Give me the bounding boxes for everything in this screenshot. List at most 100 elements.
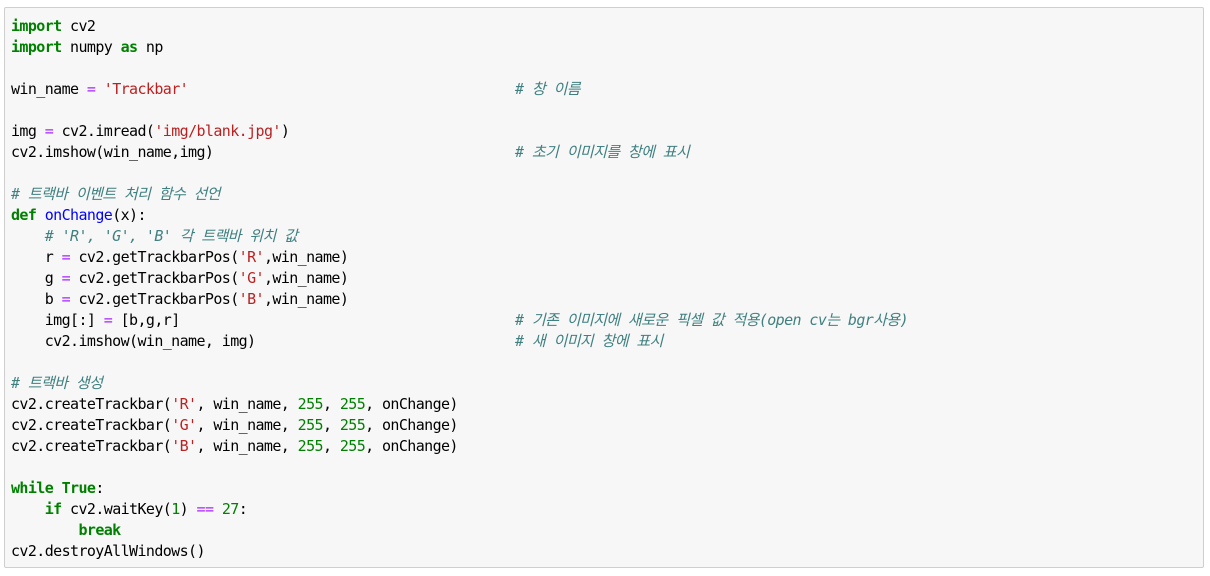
code-token-plain: [36, 206, 44, 224]
code-token-num: 255: [297, 395, 324, 413]
code-token-kw: True: [61, 479, 96, 497]
code-token-str: 'img/blank.jpg': [154, 122, 281, 140]
code-token-plain: cv2.getTrackbarPos(: [70, 248, 239, 266]
code-token-num: 27: [221, 500, 239, 518]
code-line: cv2.createTrackbar('G', win_name, 255, 2…: [11, 415, 1197, 436]
code-token-kw: break: [78, 521, 121, 539]
code-token-plain: cv2.getTrackbarPos(: [70, 290, 239, 308]
code-token-plain: numpy: [61, 38, 121, 56]
inline-comment: # 창 이름: [515, 80, 581, 98]
code-token-plain: ,win_name): [263, 269, 349, 287]
code-token-num: 255: [339, 437, 366, 455]
code-token-str: 'B': [238, 290, 265, 308]
inline-comment: # 초기 이미지를 창에 표시: [515, 143, 690, 161]
code-token-num: 255: [297, 416, 324, 434]
code-line: cv2.createTrackbar('R', win_name, 255, 2…: [11, 394, 1197, 415]
code-token-plain: , win_name,: [196, 416, 298, 434]
code-token-op: ==: [196, 500, 214, 518]
code-line: img[:] = [b,g,r]# 기존 이미지에 새로운 픽셀 값 적용(op…: [11, 310, 1197, 331]
code-token-plain: r: [11, 248, 62, 266]
code-token-num: 255: [339, 416, 366, 434]
code-token-op: =: [61, 248, 71, 266]
code-token-fn: onChange: [44, 206, 113, 224]
code-token-plain: [95, 80, 103, 98]
code-token-plain: cv2.createTrackbar(: [11, 437, 172, 455]
code-token-plain: cv2.waitKey(: [61, 500, 172, 518]
code-token-plain: cv2.createTrackbar(: [11, 416, 172, 434]
code-token-plain: ,: [322, 437, 340, 455]
code-token-plain: :: [238, 500, 248, 518]
code-line: cv2.destroyAllWindows(): [11, 541, 1197, 562]
code-token-kw: def: [11, 206, 37, 224]
code-line: [11, 58, 1197, 79]
code-token-plain: b: [11, 290, 62, 308]
code-line: # 'R', 'G', 'B' 각 트랙바 위치 값: [11, 226, 1197, 247]
code-token-plain: g: [11, 269, 62, 287]
code-token-plain: cv2.imshow(win_name, img): [11, 332, 256, 350]
code-token-kw: import: [11, 38, 62, 56]
code-token-str: 'R': [238, 248, 265, 266]
code-token-str: 'B': [171, 437, 197, 455]
code-token-plain: win_name: [11, 80, 87, 98]
code-token-plain: ): [179, 500, 197, 518]
code-token-plain: , win_name,: [196, 437, 298, 455]
code-token-plain: [53, 479, 61, 497]
code-token-str: 'G': [171, 416, 197, 434]
code-token-comment: # 'R', 'G', 'B' 각 트랙바 위치 값: [44, 227, 298, 245]
code-token-op: =: [86, 80, 96, 98]
code-token-plain: ,win_name): [263, 290, 349, 308]
code-token-plain: cv2.createTrackbar(: [11, 395, 172, 413]
code-token-op: =: [61, 269, 71, 287]
code-token-num: 255: [297, 437, 324, 455]
code-line: import cv2: [11, 16, 1197, 37]
code-line: # 트랙바 생성: [11, 373, 1197, 394]
code-token-plain: img[:]: [11, 311, 104, 329]
code-token-plain: , win_name,: [196, 395, 298, 413]
code-token-plain: cv2.destroyAllWindows(): [11, 542, 206, 560]
code-token-plain: :: [95, 479, 104, 497]
inline-comment: # 기존 이미지에 새로운 픽셀 값 적용(open cv는 bgr사용): [515, 311, 909, 329]
code-token-plain: [11, 227, 45, 245]
code-token-plain: np: [137, 38, 163, 56]
code-token-plain: ): [280, 122, 290, 140]
code-token-str: 'R': [171, 395, 197, 413]
code-token-plain: ,: [322, 395, 340, 413]
code-token-plain: [213, 500, 221, 518]
code-token-plain: (x):: [112, 206, 146, 224]
code-token-comment: # 트랙바 이벤트 처리 함수 선언: [11, 185, 221, 203]
code-token-plain: cv2.getTrackbarPos(: [70, 269, 239, 287]
code-token-plain: , onChange): [365, 437, 458, 455]
code-line: b = cv2.getTrackbarPos('B',win_name): [11, 289, 1197, 310]
code-token-op: =: [44, 122, 54, 140]
code-line: img = cv2.imread('img/blank.jpg'): [11, 121, 1197, 142]
code-line: if cv2.waitKey(1) == 27:: [11, 499, 1197, 520]
code-line: break: [11, 520, 1197, 541]
code-line: g = cv2.getTrackbarPos('G',win_name): [11, 268, 1197, 289]
code-line: import numpy as np: [11, 37, 1197, 58]
code-token-str: 'G': [238, 269, 265, 287]
code-token-op: =: [103, 311, 113, 329]
code-token-kw: as: [120, 38, 138, 56]
code-token-str: 'Trackbar': [103, 80, 189, 98]
code-line: r = cv2.getTrackbarPos('R',win_name): [11, 247, 1197, 268]
code-token-plain: [11, 500, 45, 518]
code-line: cv2.imshow(win_name, img)# 새 이미지 창에 표시: [11, 331, 1197, 352]
code-token-plain: img: [11, 122, 45, 140]
code-token-num: 255: [339, 395, 366, 413]
code-line: def onChange(x):: [11, 205, 1197, 226]
code-token-plain: , onChange): [365, 416, 458, 434]
code-token-plain: ,: [322, 416, 340, 434]
code-line: [11, 352, 1197, 373]
code-line: [11, 457, 1197, 478]
code-token-plain: cv2.imshow(win_name,img): [11, 143, 214, 161]
code-line: win_name = 'Trackbar' # 창 이름: [11, 79, 1197, 100]
code-token-plain: [11, 521, 78, 539]
code-token-kw: if: [44, 500, 62, 518]
code-token-kw: while: [11, 479, 54, 497]
code-line: [11, 163, 1197, 184]
code-line: while True:: [11, 478, 1197, 499]
code-line: cv2.imshow(win_name,img) # 초기 이미지를 창에 표시: [11, 142, 1197, 163]
code-token-plain: cv2.imread(: [53, 122, 155, 140]
